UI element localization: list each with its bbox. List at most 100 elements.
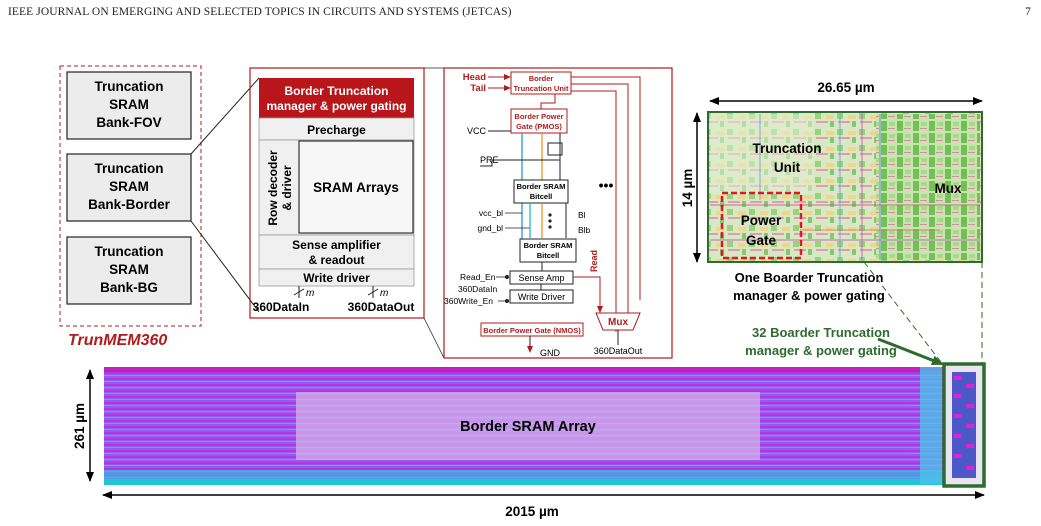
- mux-label: Mux: [608, 317, 628, 328]
- mux-layout-region: [876, 114, 980, 260]
- write-driver-box: [509, 289, 574, 304]
- bank-fov-line2: SRAM: [109, 97, 149, 112]
- bitcell2-box: [519, 238, 577, 263]
- array-top-band: [104, 367, 944, 372]
- dataout-bus-slash: [367, 288, 379, 296]
- trunc-unit-layout-line1: Truncation: [752, 141, 821, 156]
- read-en-pin: [505, 275, 509, 279]
- zoom-line-top: [190, 77, 260, 155]
- bank-bg-box: [66, 236, 192, 305]
- trunc-to-pmos-wire: [540, 94, 556, 109]
- power-gate-dashed-box: [720, 191, 803, 260]
- bank-group: Truncation SRAM Bank-FOV Truncation SRAM…: [59, 65, 202, 349]
- manager-block: [259, 78, 414, 118]
- read-en-label: Read_En: [460, 272, 496, 282]
- array-count-line2: manager & power gating: [745, 343, 897, 358]
- trunc-unit-layout-region: [710, 114, 814, 194]
- bl-label: Bl: [578, 210, 586, 220]
- nmos-label: Border Power Gate (NMOS): [483, 326, 581, 335]
- bank-detail: Border Truncation manager & power gating…: [249, 67, 425, 319]
- layout-width-label: 26.65 µm: [817, 80, 874, 95]
- array-cyan-band: [104, 470, 944, 479]
- trunc-wire-a: [571, 76, 641, 300]
- bank-border-line1: Truncation: [94, 161, 163, 176]
- bank-border-line3: Bank-Border: [88, 197, 171, 212]
- write-driver-circuit-label: Write Driver: [518, 292, 565, 302]
- write-en-pin: [505, 299, 509, 303]
- precharge-label: Precharge: [307, 123, 366, 137]
- page-number: 7: [1025, 6, 1031, 18]
- bank-fov-box: [66, 71, 192, 140]
- gnd-bl-label: gnd_bl: [477, 223, 503, 233]
- layout-caption-line1: One Boarder Truncation: [735, 270, 884, 285]
- bank-border-box: [66, 153, 192, 222]
- tail-label: Tail: [470, 83, 486, 94]
- bank-bg-line3: Bank-BG: [100, 280, 158, 295]
- blb-label: Blb: [578, 225, 591, 235]
- power-gate-line1: Power: [741, 213, 782, 228]
- sense-amp-block: [258, 234, 415, 270]
- write-driver-label: Write driver: [303, 271, 370, 285]
- read-label: Read: [589, 250, 599, 272]
- trunmem-caption: TrunMEM360: [68, 332, 167, 349]
- read-wire: [573, 276, 603, 313]
- pre-wire: [480, 159, 560, 167]
- datain-bus-slash: [293, 288, 305, 296]
- trunc-wire-c: [571, 90, 617, 332]
- datain-pin-label: 360DataIn: [458, 284, 497, 294]
- bank-bg-line1: Truncation: [94, 244, 163, 259]
- dot-c: [548, 225, 552, 229]
- trunc-unit-line2: Truncation Unit: [514, 84, 570, 93]
- zoom-line-bottom: [190, 220, 260, 313]
- sram-arrays-block: [298, 140, 414, 234]
- bitcell2-line2: Bitcell: [537, 251, 560, 260]
- sram-arrays-label: SRAM Arrays: [313, 180, 399, 195]
- ellipsis-columns: •••: [599, 177, 614, 193]
- mux-symbol: [595, 312, 641, 331]
- dot-a: [548, 213, 552, 217]
- layout-caption-line2: manager & power gating: [733, 288, 885, 303]
- manager-line2: manager & power gating: [266, 99, 406, 113]
- pmos-gate-box: [510, 108, 568, 134]
- circuit-schematic: Head Tail Border Truncation Unit Border …: [443, 67, 673, 359]
- journal-header: IEEE JOURNAL ON EMERGING AND SELECTED TO…: [8, 6, 512, 18]
- pmos-line2: Gate (PMOS): [516, 122, 562, 131]
- datain-bus-width: m: [306, 288, 314, 299]
- array-width-label: 2015 µm: [505, 504, 559, 519]
- bitcell1-line2: Bitcell: [530, 192, 553, 201]
- zoom-dash-left: [863, 261, 945, 367]
- trunc-unit-layout-line2: Unit: [774, 160, 801, 175]
- sense-amp-label: Sense Amp: [518, 273, 564, 283]
- sense-line1: Sense amplifier: [292, 238, 381, 252]
- array-label-backdrop: [296, 392, 760, 460]
- dataout-pin-label: 360DataOut: [594, 346, 643, 356]
- bitcell2-line1: Border SRAM: [524, 241, 573, 250]
- array-bottom-band: [104, 479, 944, 485]
- head-label: Head: [463, 72, 486, 83]
- pmos-line1: Border Power: [514, 112, 563, 121]
- bank-group-dashed-border: [59, 65, 202, 327]
- vcc-label: VCC: [467, 126, 487, 136]
- manager-line1: Border Truncation: [284, 84, 388, 98]
- array-label: Border SRAM Array: [460, 419, 596, 435]
- bitcell1-box: [513, 179, 569, 204]
- layout-height-label: 14 µm: [680, 169, 695, 208]
- nmos-gate-box: [480, 322, 584, 337]
- mux-layout-label: Mux: [935, 181, 962, 196]
- row-decoder-line2: & driver: [280, 165, 294, 211]
- gnd-label: GND: [540, 348, 561, 358]
- write-driver-block: [258, 268, 415, 287]
- bank-fov-line3: Bank-FOV: [96, 115, 161, 130]
- write-en-label: 360Write_En: [444, 296, 493, 306]
- bank-bg-line2: SRAM: [109, 262, 149, 277]
- bank-border-line2: SRAM: [109, 179, 149, 194]
- routing-lines: [710, 114, 980, 260]
- bank-fov-line1: Truncation: [94, 79, 163, 94]
- bitcell1-line1: Border SRAM: [517, 182, 566, 191]
- pre-label: PRE: [480, 155, 499, 165]
- sense-line2: & readout: [308, 253, 364, 267]
- precharge-transistor: [547, 142, 563, 156]
- row-decoder-line1: Row decoder: [266, 150, 280, 226]
- zoom-line-circuit-bottom: [423, 317, 445, 359]
